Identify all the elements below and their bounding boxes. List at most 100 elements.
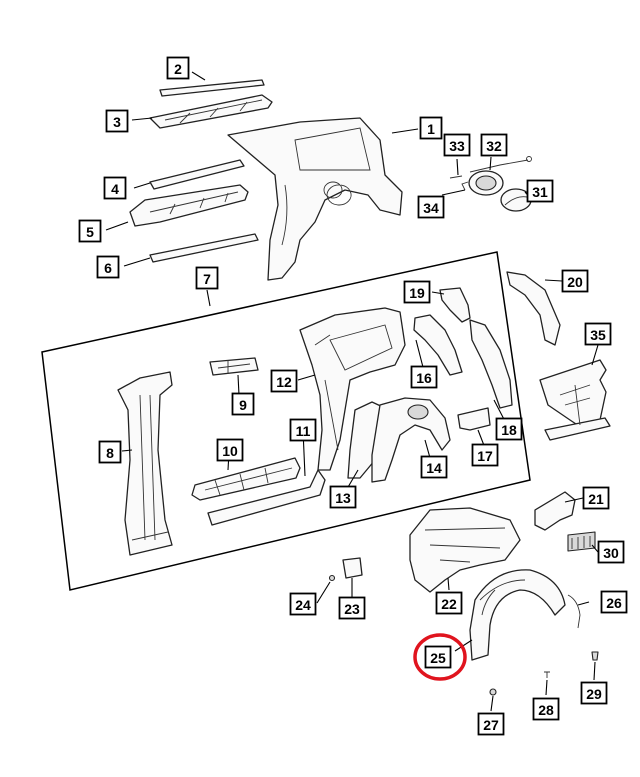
callout-34: 34 (417, 195, 445, 219)
callout-label: 29 (586, 686, 602, 702)
part-25-drawing (469, 569, 566, 661)
callout-box (329, 485, 357, 509)
part-23-drawing (342, 557, 363, 579)
part-29-drawing (591, 651, 599, 661)
callout-35: 35 (584, 322, 612, 346)
callout-25: 25 (424, 645, 452, 669)
callout-2: 2 (166, 56, 190, 80)
part-30-drawing (567, 531, 596, 552)
part-27-drawing (489, 688, 497, 696)
callout-box (532, 697, 560, 721)
highlight-circle (413, 633, 467, 681)
part-18-drawing (469, 319, 513, 409)
callout-box (443, 133, 471, 157)
callout-31: 31 (526, 179, 554, 203)
callout-4: 4 (103, 176, 127, 200)
callout-17: 17 (471, 443, 499, 467)
callout-6: 6 (96, 255, 120, 279)
callout-14: 14 (420, 455, 448, 479)
callout-9: 9 (231, 392, 255, 416)
callout-box (580, 681, 608, 705)
callout-33: 33 (443, 133, 471, 157)
callout-24: 24 (289, 592, 317, 616)
callout-30: 30 (597, 540, 625, 564)
callout-label: 3 (113, 114, 121, 130)
callout-22: 22 (435, 591, 463, 615)
part-10-drawing (191, 457, 301, 501)
callout-18: 18 (495, 417, 523, 441)
callout-label: 20 (567, 274, 583, 290)
callout-label: 19 (409, 285, 425, 301)
callout-label: 26 (606, 595, 622, 611)
callout-label: 13 (335, 490, 351, 506)
callout-label: 5 (86, 224, 94, 240)
callout-21: 21 (582, 486, 610, 510)
part-31-drawing (500, 188, 532, 212)
callout-11: 11 (289, 418, 317, 442)
callout-8: 8 (98, 440, 122, 464)
part-1-drawing (227, 117, 403, 281)
part-22-drawing (409, 507, 521, 593)
callout-box (419, 116, 443, 140)
part-11-drawing (207, 469, 326, 526)
callout-box (289, 418, 317, 442)
callout-box (600, 590, 628, 614)
part-14-drawing (371, 397, 451, 483)
callout-label: 28 (538, 702, 554, 718)
callout-label: 7 (203, 271, 211, 287)
callout-box (410, 365, 438, 389)
callout-box (471, 443, 499, 467)
callout-label: 22 (441, 596, 457, 612)
leader-lines (105, 71, 599, 712)
callout-label: 31 (532, 184, 548, 200)
part-17-drawing (457, 407, 491, 431)
callout-label: 11 (296, 423, 311, 439)
callout-box (270, 369, 298, 393)
callout-label: 4 (111, 181, 119, 197)
callout-1: 1 (419, 116, 443, 140)
part-19-drawing (439, 287, 471, 323)
callout-label: 27 (483, 717, 499, 733)
callout-label: 18 (501, 422, 517, 438)
callout-box (597, 540, 625, 564)
callout-box (78, 219, 102, 243)
part-35-drawing (539, 359, 611, 441)
part-6-drawing (149, 233, 259, 263)
callout-label: 24 (295, 597, 311, 613)
callout-label: 21 (588, 491, 604, 507)
part-2-drawing (159, 79, 265, 97)
callout-label: 23 (344, 601, 360, 617)
part-28-drawing (544, 671, 550, 678)
callout-23: 23 (338, 596, 366, 620)
part-20-drawing (506, 271, 561, 346)
callout-label: 30 (603, 545, 619, 561)
callout-box (435, 591, 463, 615)
callout-box (403, 280, 431, 304)
callout-32: 32 (480, 133, 508, 157)
callout-3: 3 (105, 109, 129, 133)
part-33-drawing (449, 159, 529, 179)
part-16-drawing (413, 314, 463, 376)
callout-box (289, 592, 317, 616)
callout-label: 1 (427, 121, 435, 137)
callout-19: 19 (403, 280, 431, 304)
callout-13: 13 (329, 485, 357, 509)
callout-box (477, 712, 505, 736)
part-8-drawing (117, 371, 173, 556)
callout-box (526, 179, 554, 203)
callout-box (420, 455, 448, 479)
callout-box (98, 440, 122, 464)
callout-box (338, 596, 366, 620)
callout-box (216, 438, 244, 462)
part-24-drawing (328, 574, 336, 582)
callout-28: 28 (532, 697, 560, 721)
callout-16: 16 (410, 365, 438, 389)
callout-box (96, 255, 120, 279)
callout-box (424, 645, 452, 669)
callout-20: 20 (561, 269, 589, 293)
callout-box (166, 56, 190, 80)
callout-10: 10 (216, 438, 244, 462)
callout-box (495, 417, 523, 441)
callout-label: 33 (449, 138, 465, 154)
